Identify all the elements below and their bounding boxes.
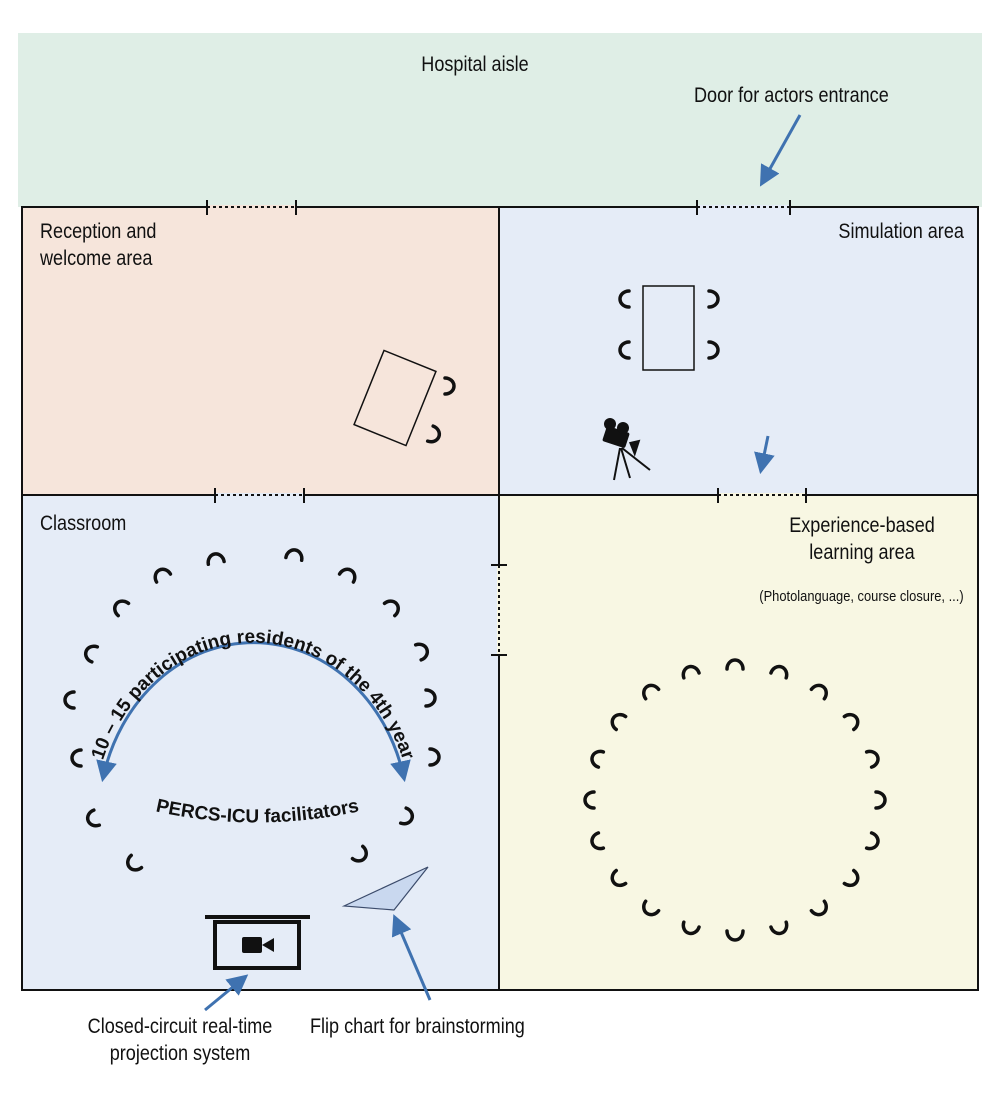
chair-icon [681,920,701,936]
hospital-aisle-label: Hospital aisle [421,53,529,76]
projection-label: Closed-circuit real-time projection syst… [87,1015,273,1065]
chair-icon [85,808,102,828]
door-actors-entrance [683,200,804,215]
chair-icon [70,748,83,768]
door-actors-arrow-icon [759,114,802,187]
chair-icon [443,376,456,396]
door-simulation-experience [704,488,820,503]
flip-chart-icon [341,866,429,911]
chair-icon [842,868,860,888]
chair-icon [864,749,880,769]
door-reception-aisle [193,200,310,215]
chair-icon [707,289,720,309]
chairs [63,289,887,942]
chair-icon [428,747,441,767]
chair-icon [610,868,628,888]
video-camera-icon [242,937,274,953]
flipchart-label: Flip chart for brainstorming [310,1015,525,1038]
chair-icon [864,831,880,851]
classroom-room [21,494,500,991]
chair-icon [206,552,226,567]
door-classroom-experience [491,551,507,669]
chair-icon [610,712,628,732]
experience-room [498,494,979,991]
chair-icon [284,548,304,563]
chair-icon [642,683,661,701]
reception-label: Reception and welcome area [40,220,157,270]
door-reception-classroom [201,488,318,503]
chair-icon [337,567,357,584]
chair-icon [725,658,745,671]
chair-icon [618,289,631,309]
chair-icon [842,712,860,732]
chair-icon [413,642,430,662]
classroom-label: Classroom [40,512,127,535]
projection-arrow-icon [204,974,249,1012]
arrows [96,114,802,1012]
simulation-label: Simulation area [838,220,964,243]
chair-icon [642,899,661,917]
simulation-bed-table-icon [642,285,695,371]
chair-icon [382,599,400,618]
reception-desk-table-icon [353,349,437,447]
chair-icon [398,806,415,826]
projector-screen-icon [205,915,310,970]
chair-icon [590,831,606,851]
flipchart-arrow-icon [391,914,432,1001]
door-actors-label: Door for actors entrance [694,84,889,107]
chair-icon [769,920,789,936]
chair-icon [809,899,828,917]
chair-icon [350,844,368,863]
hospital-aisle [18,33,982,207]
chair-icon [769,664,789,680]
chair-icon [63,690,76,710]
chair-icon [126,853,144,872]
experience-label: Experience-based learning area [789,514,935,564]
doors [193,200,820,669]
simulation-room [498,206,979,496]
chair-icon [83,644,100,664]
chair-icon [681,664,701,680]
chair-icon [707,340,720,360]
experience-note: (Photolanguage, course closure, ...) [759,588,964,605]
chair-icon [874,790,887,810]
reception-room [21,206,500,496]
chair-icon [425,424,442,444]
chair-icon [424,688,437,708]
chair-icon [113,599,131,618]
chair-icon [583,790,596,810]
simulation-door-arrow-icon [754,435,775,475]
residents-arc-arrow [96,641,411,783]
chair-icon [809,683,828,701]
video-camera-icon [602,418,651,481]
chair-icon [618,340,631,360]
chair-icon [590,749,606,769]
chair-icon [153,567,173,584]
chair-icon [725,929,745,942]
